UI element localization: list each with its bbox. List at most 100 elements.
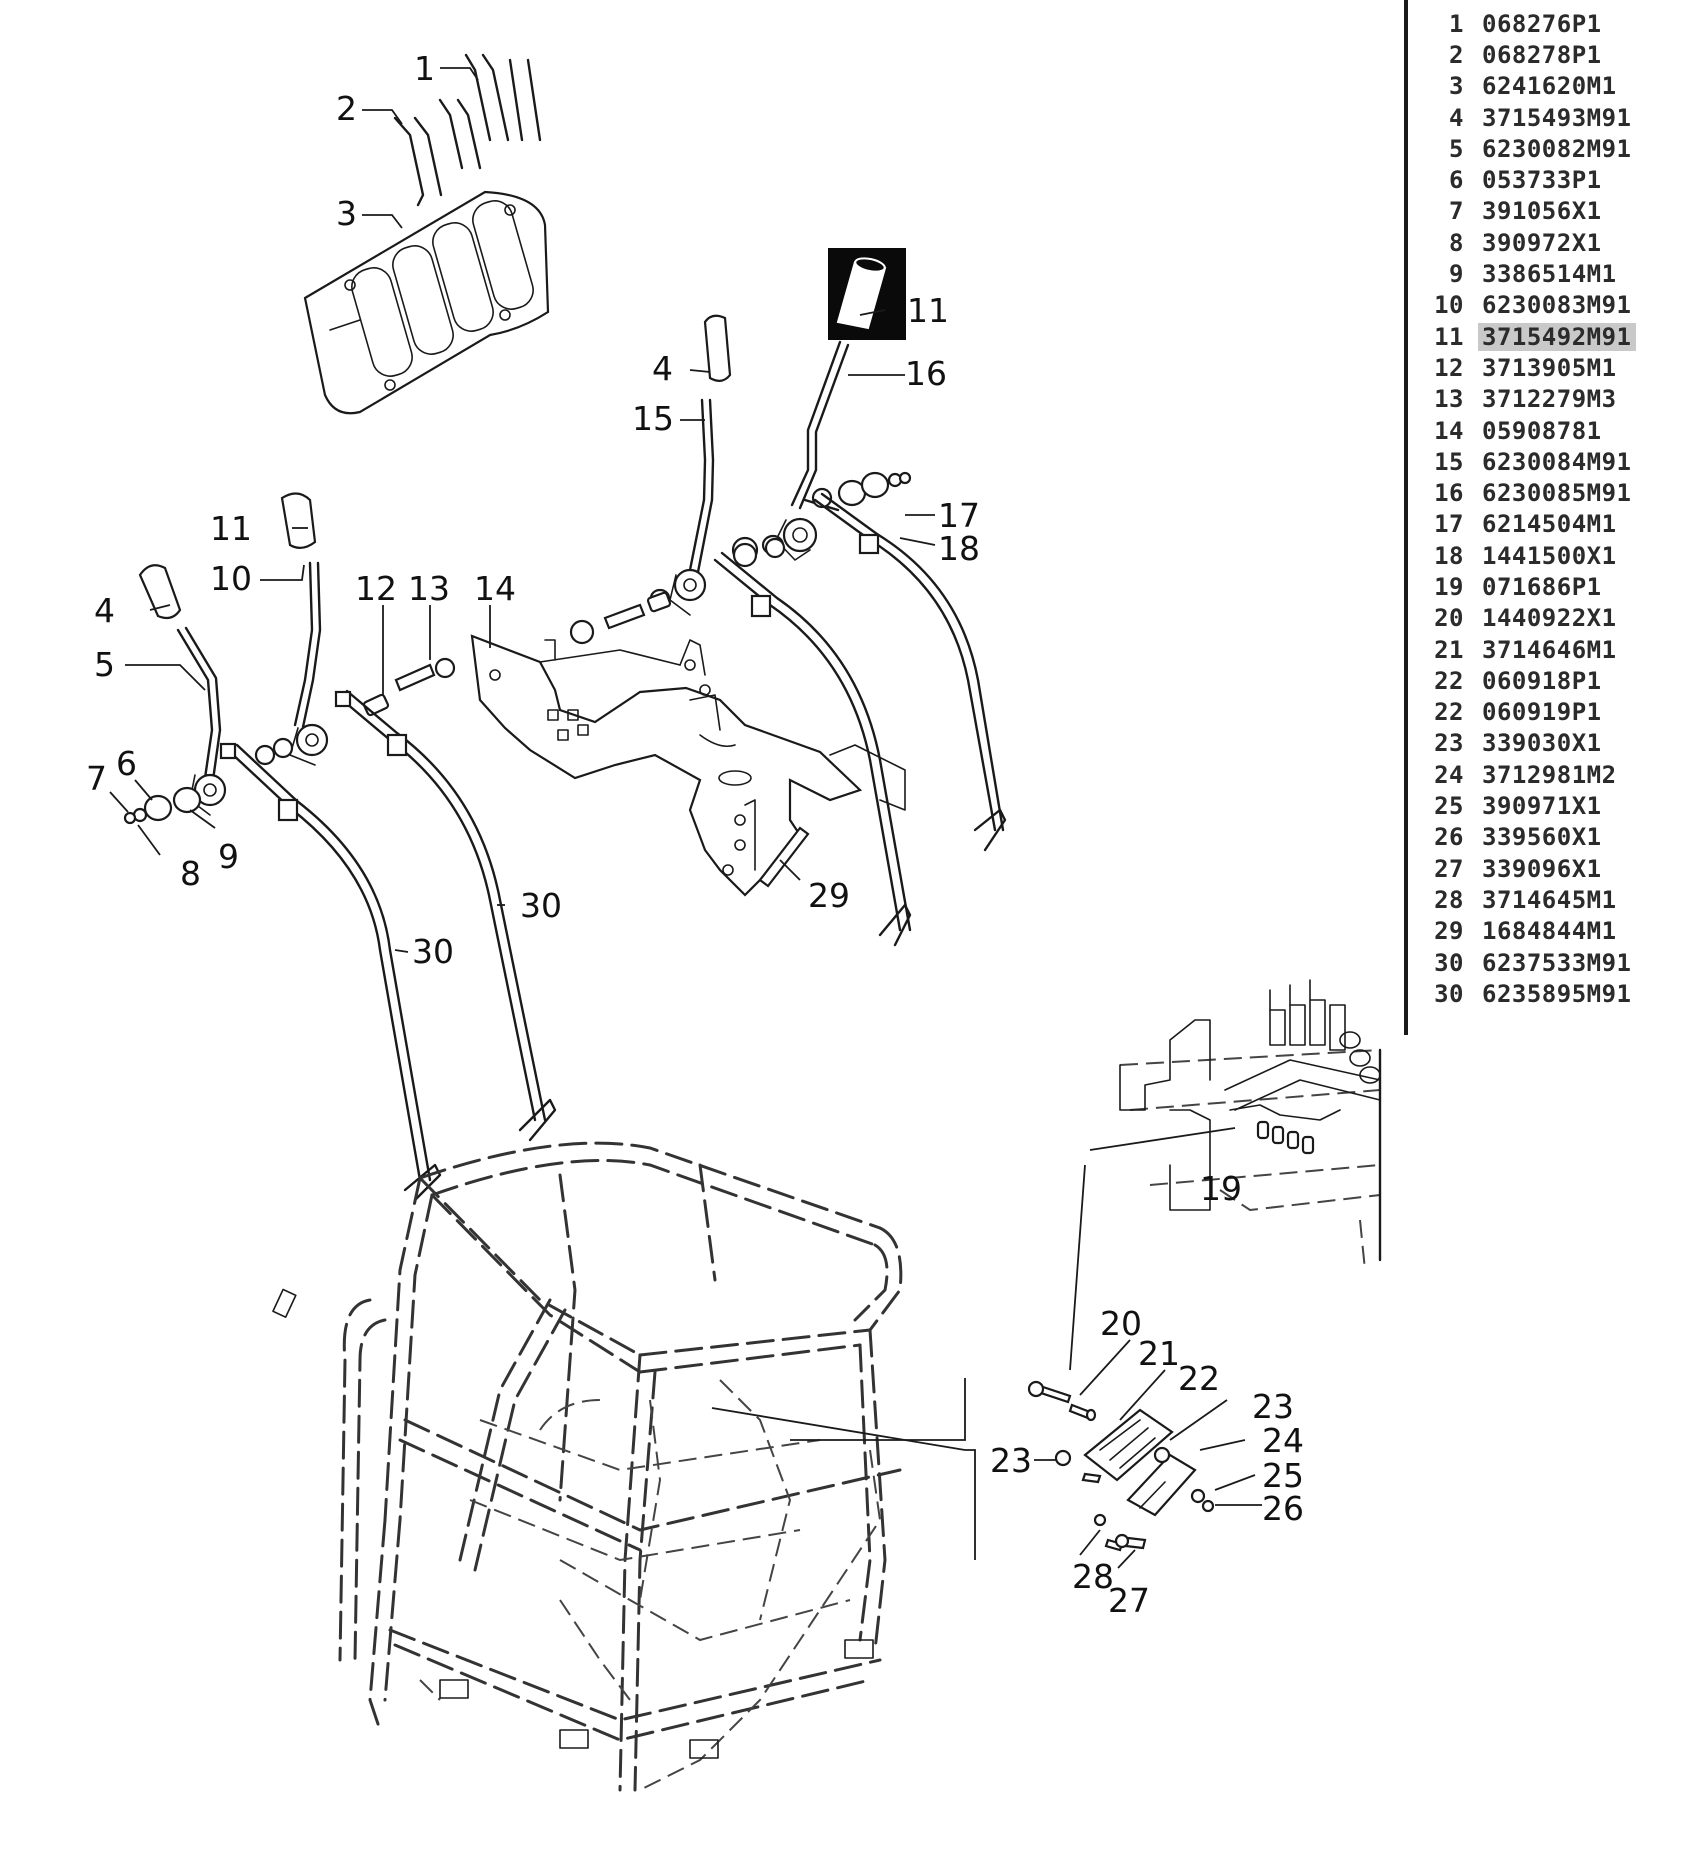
part-code: 1440922X1 bbox=[1482, 604, 1617, 633]
part-number: 10 bbox=[1434, 291, 1464, 320]
callout-30-upper: 30 bbox=[520, 886, 562, 925]
part-number: 4 bbox=[1449, 103, 1464, 132]
callout-15: 15 bbox=[632, 399, 674, 438]
part-code: 339030X1 bbox=[1482, 729, 1602, 758]
part-code: 3712279M3 bbox=[1482, 385, 1617, 414]
callout-leaders bbox=[109, 67, 1262, 1569]
part-number: 30 bbox=[1434, 979, 1464, 1008]
part-number: 23 bbox=[1434, 729, 1464, 758]
part-number: 20 bbox=[1434, 604, 1464, 633]
washer-stack-17 bbox=[811, 471, 912, 509]
cable-middle bbox=[713, 537, 912, 947]
part-code: 060919P1 bbox=[1482, 698, 1602, 727]
parts-list-divider bbox=[1404, 0, 1408, 1035]
part-code: 053733P1 bbox=[1482, 166, 1602, 195]
part-number: 16 bbox=[1434, 479, 1464, 508]
part-number: 30 bbox=[1434, 948, 1464, 977]
pin-29 bbox=[758, 826, 810, 888]
parts-list-row[interactable]: 30 6235895M91 bbox=[1418, 978, 1701, 1009]
part-number: 9 bbox=[1449, 260, 1464, 289]
part-code: 1684844M1 bbox=[1482, 917, 1617, 946]
cable-left-a bbox=[219, 742, 442, 1202]
callout-4-right: 4 bbox=[652, 349, 673, 388]
part-code: 071686P1 bbox=[1482, 572, 1602, 601]
callout-3: 3 bbox=[336, 194, 357, 233]
lever-16 bbox=[731, 340, 850, 564]
lever-knob-highlight[interactable] bbox=[828, 248, 906, 340]
callout-22: 22 bbox=[1178, 1359, 1220, 1398]
callout-23-left: 23 bbox=[990, 1441, 1032, 1480]
callout-29: 29 bbox=[808, 876, 850, 915]
callout-7: 7 bbox=[86, 759, 107, 798]
part-code: 3713905M1 bbox=[1482, 353, 1617, 382]
parts-list-row[interactable]: 20 1440922X1 bbox=[1418, 603, 1701, 634]
callout-11-top: 11 bbox=[907, 291, 949, 330]
parts-list-row[interactable]: 23 339030X1 bbox=[1418, 728, 1701, 759]
callout-12: 12 bbox=[355, 569, 397, 608]
pins-12-13 bbox=[362, 591, 672, 717]
parts-list-row[interactable]: 29 1684844M1 bbox=[1418, 916, 1701, 947]
callout-8: 8 bbox=[180, 854, 201, 893]
part-code: 3714645M1 bbox=[1482, 885, 1617, 914]
part-number: 29 bbox=[1434, 917, 1464, 946]
callout-19: 19 bbox=[1200, 1169, 1242, 1208]
part-number: 26 bbox=[1434, 823, 1464, 852]
part-code: 1441500X1 bbox=[1482, 541, 1617, 570]
callout-30-lower: 30 bbox=[412, 932, 454, 971]
callout-27: 27 bbox=[1108, 1581, 1150, 1620]
parts-list-row[interactable]: 7 391056X1 bbox=[1418, 196, 1701, 227]
callout-2: 2 bbox=[336, 89, 357, 128]
part-code: 6237533M91 bbox=[1482, 948, 1632, 977]
exploded-parts-diagram: 1 2 3 11 16 4 15 17 18 11 10 12 13 14 4 … bbox=[86, 49, 1382, 1792]
gear-shift-gaiter-strips bbox=[393, 53, 542, 207]
part-code: 6241620M1 bbox=[1482, 72, 1617, 101]
parts-list-row[interactable]: 25 390971X1 bbox=[1418, 790, 1701, 821]
part-number: 17 bbox=[1434, 510, 1464, 539]
part-code: 6235895M91 bbox=[1482, 979, 1632, 1008]
callout-26: 26 bbox=[1262, 1489, 1304, 1528]
part-number: 7 bbox=[1449, 197, 1464, 226]
latch-assembly bbox=[1027, 1380, 1215, 1552]
part-code: 390971X1 bbox=[1482, 792, 1602, 821]
part-number: 15 bbox=[1434, 447, 1464, 476]
part-number: 5 bbox=[1449, 134, 1464, 163]
part-code: 3712981M2 bbox=[1482, 760, 1617, 789]
part-number: 14 bbox=[1434, 416, 1464, 445]
callout-14: 14 bbox=[474, 569, 516, 608]
parts-list-row[interactable]: 30 6237533M91 bbox=[1418, 947, 1701, 978]
mounting-bracket bbox=[470, 634, 906, 897]
callout-18: 18 bbox=[938, 529, 980, 568]
part-code: 068276P1 bbox=[1482, 9, 1602, 38]
callout-25: 25 bbox=[1262, 1456, 1304, 1495]
part-number: 25 bbox=[1434, 792, 1464, 821]
part-code: 390972X1 bbox=[1482, 228, 1602, 257]
callout-16: 16 bbox=[905, 354, 947, 393]
lever-5 bbox=[138, 564, 227, 816]
part-code: 391056X1 bbox=[1482, 197, 1602, 226]
